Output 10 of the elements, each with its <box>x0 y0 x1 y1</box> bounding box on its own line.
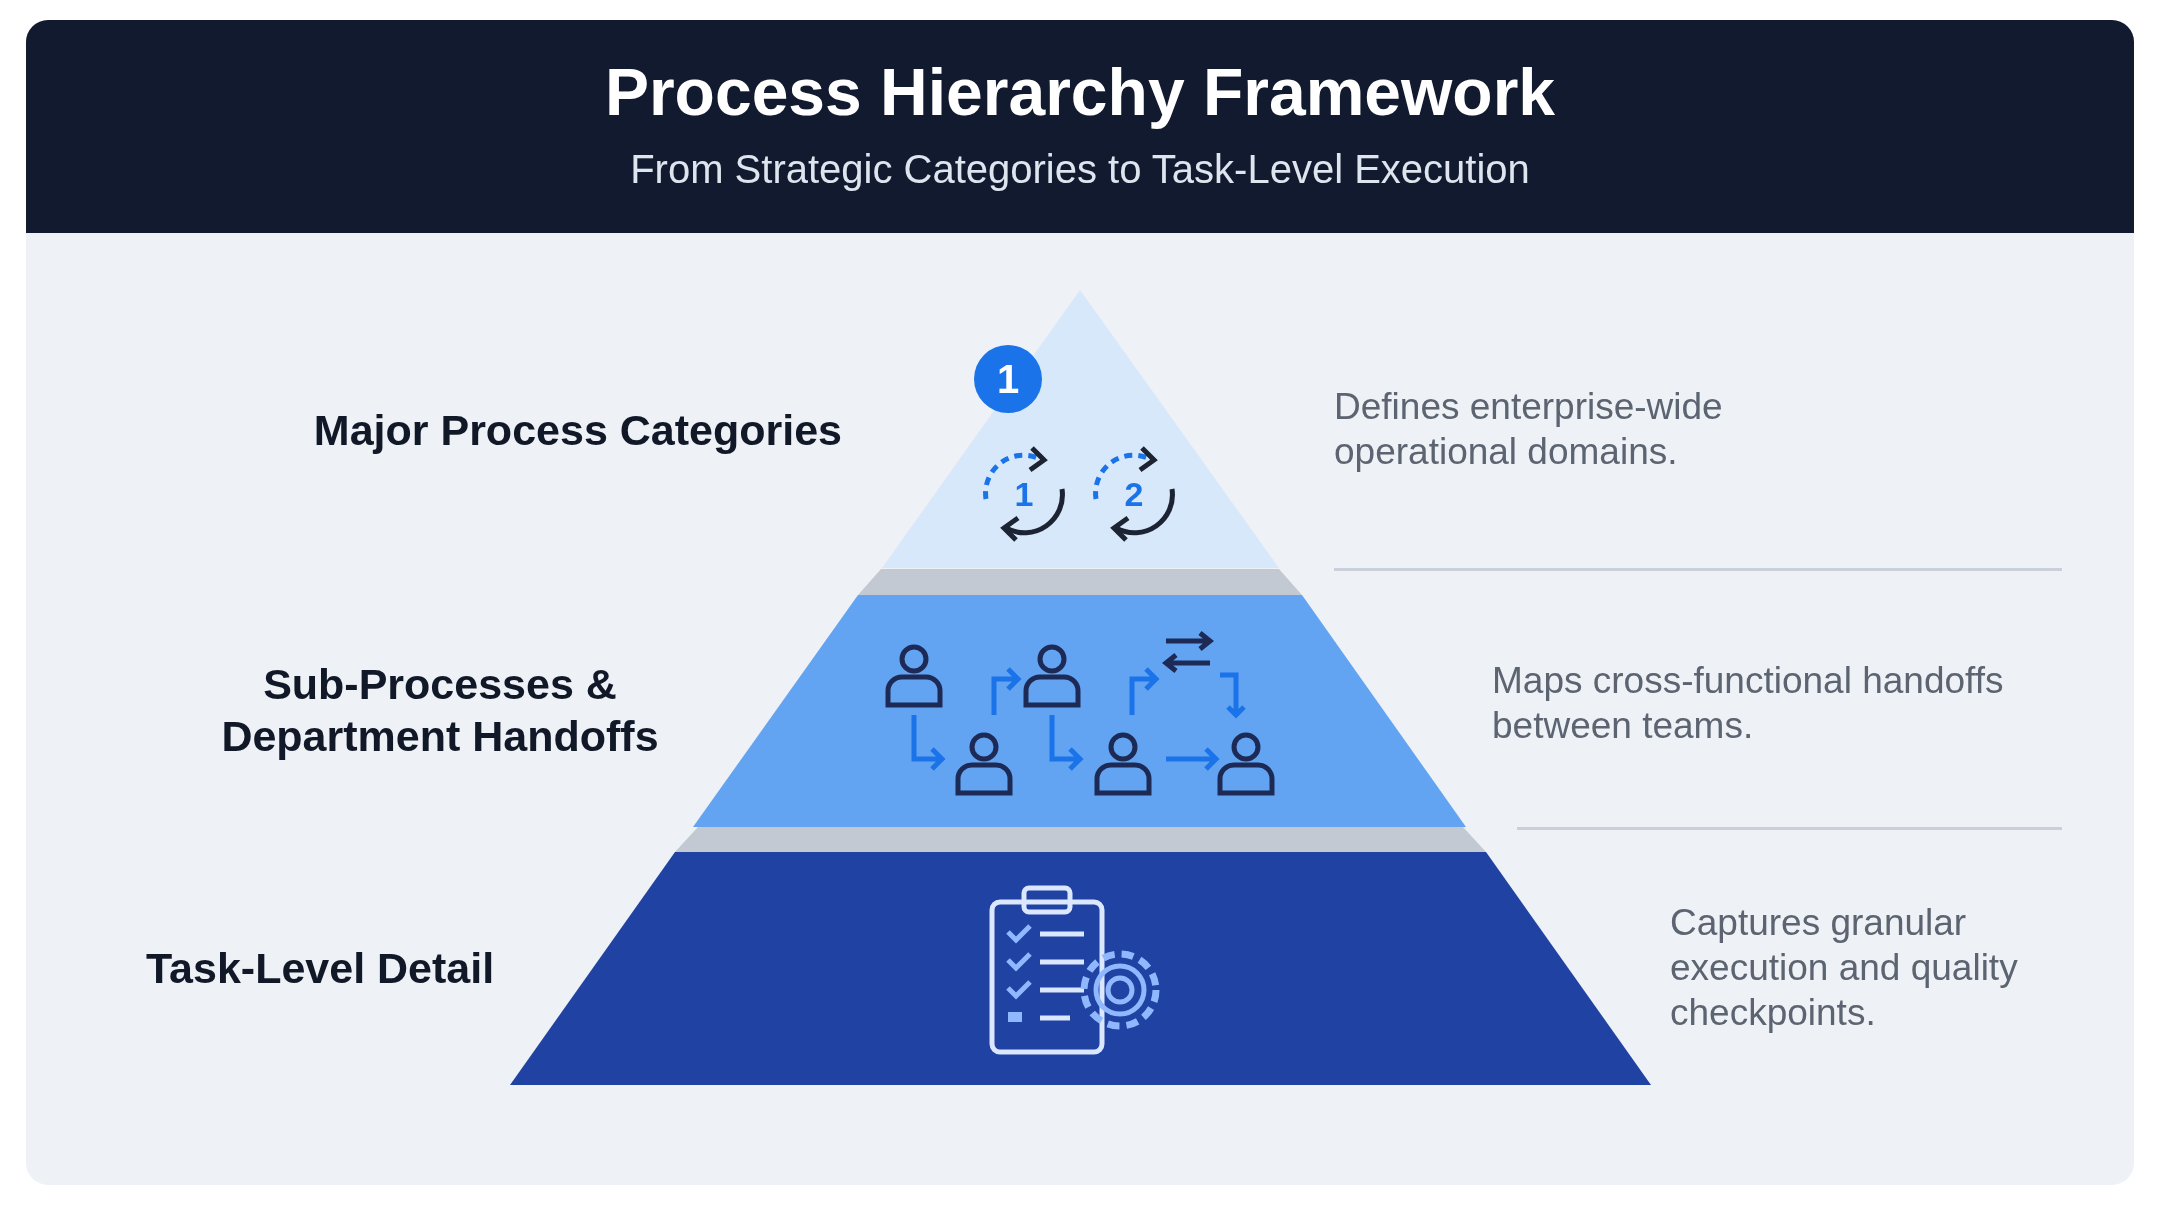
tier-heading: Major Process Categories <box>312 405 842 456</box>
subtitle: From Strategic Categories to Task-Level Execution <box>629 146 1531 193</box>
tier-heading: Sub-Processes & Department Handoffs <box>220 659 660 762</box>
tier-description: Maps cross-functional handoffs between teams. <box>1492 659 2005 748</box>
tier-description: Captures granular execution and quality checkpoints. <box>1670 901 2019 1035</box>
title: Process Hierarchy Framework <box>603 54 1557 131</box>
tier-description: Defines enterprise-wide operational domains. <box>1334 385 1724 474</box>
step-number: 1 <box>1013 474 1035 515</box>
step-number: 2 <box>1123 474 1145 515</box>
tier-heading: Task-Level Detail <box>146 943 496 994</box>
